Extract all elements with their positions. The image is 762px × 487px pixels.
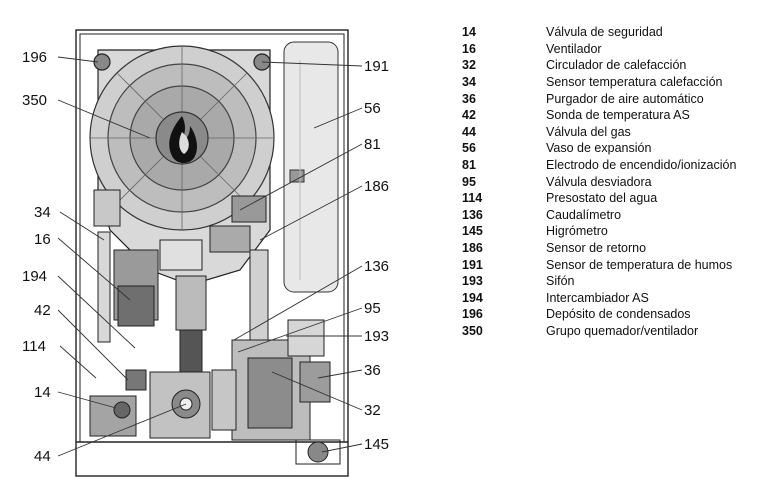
legend-number: 81 [462, 158, 476, 173]
boiler-diagram: 196 350 34 16 194 42 114 14 44 191 56 81… [22, 29, 389, 477]
legend-label: Sifón [546, 274, 575, 289]
legend-label: Purgador de aire automático [546, 91, 704, 106]
legend-row: 34 Sensor temperatura calefacción [462, 74, 757, 91]
legend-label: Higrómetro [546, 224, 608, 239]
legend-number: 16 [462, 41, 476, 56]
legend-row: 196 Depósito de condensados [462, 306, 757, 323]
legend-label: Grupo quemador/ventilador [546, 323, 699, 338]
callout-42: 42 [34, 302, 51, 319]
legend-number: 14 [462, 25, 476, 40]
legend-row: 350 Grupo quemador/ventilador [462, 323, 757, 340]
callout-34: 34 [34, 204, 51, 221]
legend-label: Sonda de temperatura AS [546, 108, 690, 123]
legend-number: 32 [462, 58, 476, 73]
legend-row: 136 Caudalímetro [462, 207, 757, 224]
legend-row: 194 Intercambiador AS [462, 290, 757, 307]
legend-number: 145 [462, 224, 483, 239]
callout-81: 81 [364, 136, 381, 153]
legend-number: 114 [462, 191, 483, 206]
legend-label: Electrodo de encendido/ionización [546, 158, 737, 173]
legend-row: 191 Sensor de temperatura de humos [462, 256, 757, 273]
legend-number: 36 [462, 91, 476, 106]
legend-row: 56 Vaso de expansión [462, 140, 757, 157]
legend-label: Circulador de calefacción [546, 58, 687, 73]
legend-label: Ventilador [546, 41, 602, 56]
legend-label: Vaso de expansión [546, 141, 652, 156]
legend-number: 196 [462, 307, 483, 322]
legend-label: Sensor de retorno [546, 241, 647, 256]
callout-145: 145 [364, 436, 389, 453]
legend-row: 81 Electrodo de encendido/ionización [462, 157, 757, 174]
component-legend: 14 Válvula de seguridad 16 Ventilador 32 Ci… [462, 24, 757, 339]
circulator-area [209, 195, 341, 465]
legend-row: 16 Ventilador [462, 41, 757, 58]
callout-16: 16 [34, 231, 51, 248]
callout-labels: 196 350 34 16 194 42 114 14 44 191 56 81… [22, 49, 389, 465]
callout-186: 186 [364, 178, 389, 195]
legend-number: 350 [462, 323, 483, 338]
legend-row: 36 Purgador de aire automático [462, 90, 757, 107]
callout-114: 114 [22, 338, 46, 355]
legend-label: Válvula desviadora [546, 174, 652, 189]
callout-14: 14 [34, 384, 51, 401]
legend-label: Sensor temperatura calefacción [546, 75, 723, 90]
legend-number: 194 [462, 290, 483, 305]
callout-191: 191 [364, 58, 389, 75]
legend-row: 193 Sifón [462, 273, 757, 290]
legend-number: 186 [462, 241, 483, 256]
legend-row: 114 Presostato del agua [462, 190, 757, 207]
legend-label: Sensor de temperatura de humos [546, 257, 733, 272]
callout-56: 56 [364, 100, 381, 117]
callout-95: 95 [364, 300, 381, 317]
legend-number: 34 [462, 75, 476, 90]
callout-350: 350 [22, 92, 47, 109]
callout-193: 193 [364, 328, 389, 345]
legend-label: Válvula de seguridad [546, 25, 663, 40]
legend-number: 44 [462, 124, 476, 139]
callout-136: 136 [364, 258, 389, 275]
legend-number: 191 [462, 257, 483, 272]
legend-label: Válvula del gas [546, 124, 631, 139]
callout-36: 36 [364, 362, 381, 379]
legend-label: Caudalímetro [546, 207, 622, 222]
callout-194: 194 [22, 268, 47, 285]
heat-exchanger-area [89, 189, 211, 439]
flame-icon [169, 116, 197, 164]
legend-row: 14 Válvula de seguridad [462, 24, 757, 41]
legend-number: 193 [462, 274, 483, 289]
legend-row: 44 Válvula del gas [462, 124, 757, 141]
legend-number: 56 [462, 141, 476, 156]
legend-row: 145 Higrómetro [462, 223, 757, 240]
legend-label: Presostato del agua [546, 191, 658, 206]
callout-32: 32 [364, 402, 381, 419]
legend-row: 42 Sonda de temperatura AS [462, 107, 757, 124]
callout-44: 44 [34, 448, 51, 465]
legend-row: 186 Sensor de retorno [462, 240, 757, 257]
callout-lines [57, 56, 363, 457]
callout-196: 196 [22, 49, 47, 66]
legend-number: 42 [462, 108, 476, 123]
expansion-vessel [283, 41, 339, 293]
legend-number: 95 [462, 174, 476, 189]
legend-label: Intercambiador AS [546, 290, 649, 305]
legend-number: 136 [462, 207, 483, 222]
legend-row: 95 Válvula desviadora [462, 173, 757, 190]
legend-row: 32 Circulador de calefacción [462, 57, 757, 74]
legend-label: Depósito de condensados [546, 307, 691, 322]
